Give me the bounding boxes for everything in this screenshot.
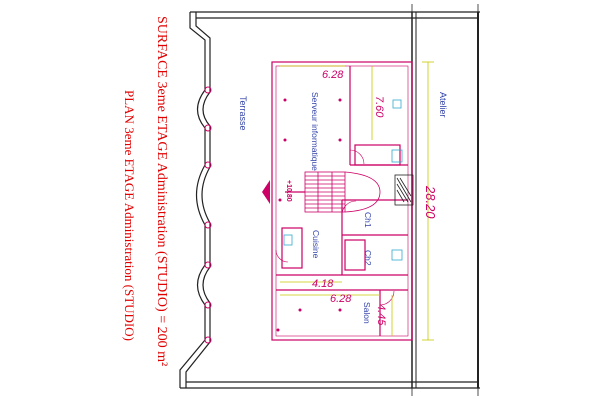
dim-mid-width: 4.18 [312,278,334,290]
dim-bottom-depth: 4.45 [375,304,387,326]
plan-title: PLAN 3eme ETAGE Administration (STUDIO) [122,90,137,341]
surface-title: SURFACE 3eme ETAGE Administration (STUDI… [154,16,169,366]
outer-walls [179,11,480,389]
left-facade-wall-inner [185,12,211,388]
room-label-serveur: Serveur informatique [310,92,320,171]
studio-walls [271,61,413,341]
corner-markers [411,4,479,396]
dim-total-length: 28.20 [423,185,438,219]
elevator-shaft [394,174,414,206]
dim-top-width: 6.28 [322,69,344,81]
staircase [262,171,381,213]
column-markers [276,98,342,332]
room-label-terrasse: Terrasse [238,96,248,131]
room-label-cuisine: Cuisine [311,230,321,259]
level-marker: +10.80 [285,180,292,202]
arch-ornaments [204,86,212,344]
dimension-lines [280,61,434,341]
fixtures [283,99,403,261]
room-label-atelier: Atelier [438,92,448,118]
dim-top-depth: 7.60 [373,96,385,118]
door-swings [275,149,395,306]
left-facade-wall [179,12,206,388]
dim-bottom-width: 6.28 [330,293,352,305]
room-label-ch2: Ch2 [363,250,373,266]
room-label-ch1: Ch1 [363,212,373,228]
room-label-salon: Salon [362,302,372,324]
